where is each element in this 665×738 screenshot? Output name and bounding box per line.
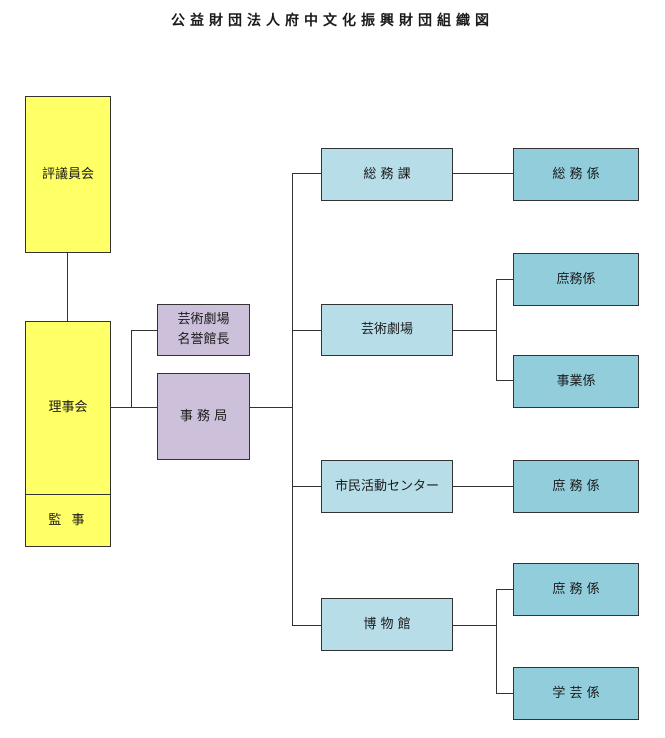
council-label: 評議員会 bbox=[41, 166, 94, 182]
museum-admin-box: 庶 務 係 bbox=[513, 563, 639, 616]
auditor-box: 監 事 bbox=[25, 494, 111, 547]
civic-center-box: 市民活動センター bbox=[321, 460, 453, 513]
theater-director-box: 芸術劇場 名誉館長 bbox=[157, 304, 250, 356]
museum-label: 博 物 館 bbox=[363, 616, 411, 632]
civic-admin-label: 庶 務 係 bbox=[552, 478, 600, 494]
connector-theater-admin bbox=[496, 279, 514, 280]
board-box: 理事会 bbox=[25, 321, 111, 495]
arts-theater-label: 芸術劇場 bbox=[360, 322, 413, 337]
connector-to-general-affairs bbox=[292, 173, 322, 174]
civic-center-label: 市民活動センター bbox=[334, 478, 439, 494]
connector-museum-spine bbox=[496, 589, 497, 694]
connector-museum-out bbox=[452, 625, 497, 626]
museum-box: 博 物 館 bbox=[321, 598, 453, 651]
theater-business-label: 事業係 bbox=[556, 373, 596, 389]
theater-director-line1: 芸術劇場 bbox=[177, 312, 230, 327]
ga-section-label: 総 務 係 bbox=[552, 166, 600, 182]
connector-main-spine bbox=[292, 173, 293, 626]
connector-to-museum bbox=[292, 625, 322, 626]
connector-theater-out bbox=[452, 330, 497, 331]
ga-section-box: 総 務 係 bbox=[513, 148, 639, 201]
connector-board-right bbox=[110, 407, 158, 408]
connector-theater-spine bbox=[496, 279, 497, 381]
theater-admin-label: 庶務係 bbox=[556, 271, 596, 287]
theater-admin-box: 庶務係 bbox=[513, 253, 639, 306]
connector-theater-business bbox=[496, 380, 514, 381]
secretariat-box: 事 務 局 bbox=[157, 373, 250, 460]
general-affairs-box: 総 務 課 bbox=[321, 148, 453, 201]
museum-curatorial-box: 学 芸 係 bbox=[513, 667, 639, 720]
connector-to-civic-center bbox=[292, 486, 322, 487]
museum-curatorial-label: 学 芸 係 bbox=[552, 685, 600, 701]
general-affairs-label: 総 務 課 bbox=[363, 166, 411, 182]
connector-council-board bbox=[67, 252, 68, 322]
arts-theater-box: 芸術劇場 bbox=[321, 304, 453, 356]
museum-admin-label: 庶 務 係 bbox=[552, 581, 600, 597]
council-box: 評議員会 bbox=[25, 96, 111, 253]
connector-museum-admin bbox=[496, 589, 514, 590]
secretariat-label: 事 務 局 bbox=[179, 408, 228, 424]
connector-director-horizontal bbox=[131, 330, 158, 331]
theater-director-line2: 名誉館長 bbox=[177, 332, 230, 347]
auditor-label: 監 事 bbox=[48, 512, 88, 528]
connector-secretariat-right bbox=[249, 407, 293, 408]
connector-ga-section bbox=[452, 173, 514, 174]
connector-museum-curatorial bbox=[496, 693, 514, 694]
board-label: 理事会 bbox=[48, 400, 88, 415]
connector-to-arts-theater bbox=[292, 330, 322, 331]
theater-business-box: 事業係 bbox=[513, 355, 639, 408]
civic-admin-box: 庶 務 係 bbox=[513, 460, 639, 513]
connector-director-vertical bbox=[131, 330, 132, 408]
connector-civic-section bbox=[452, 486, 514, 487]
page-title: 公益財団法人府中文化振興財団組織図 bbox=[171, 13, 494, 29]
